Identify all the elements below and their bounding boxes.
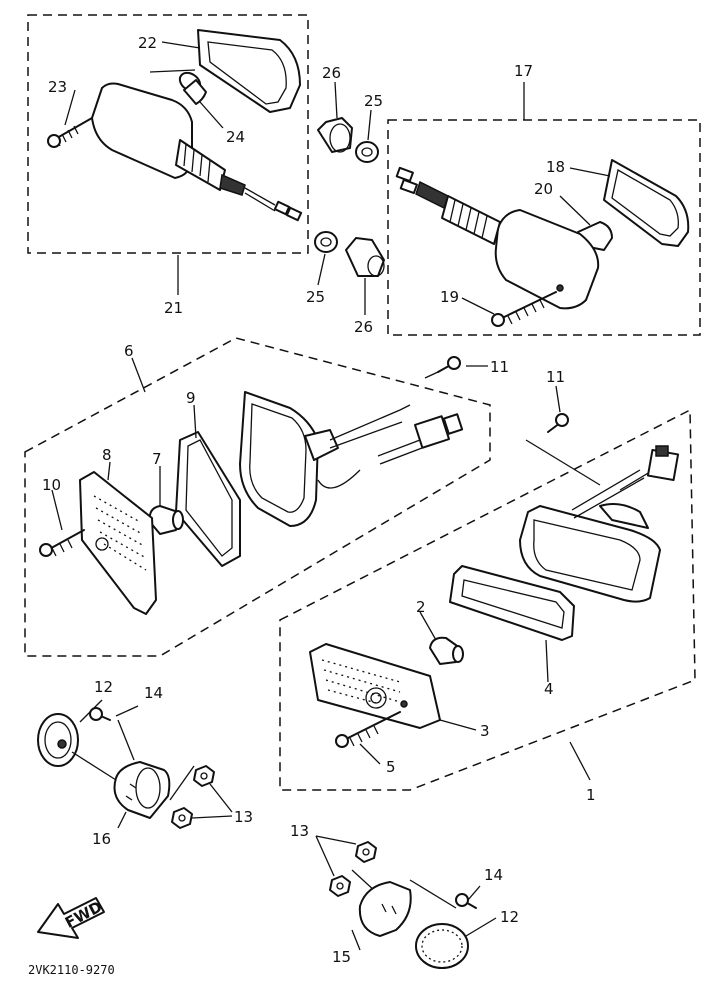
- part-number-2: 2: [416, 598, 426, 616]
- reflector-assembly-right: [315, 835, 497, 969]
- part-number-25-upper: 25: [364, 92, 383, 110]
- group-17-dashed-box: [387, 119, 701, 336]
- part-number-19: 19: [440, 288, 459, 306]
- part-number-9: 9: [186, 389, 196, 407]
- part-number-1: 1: [586, 786, 596, 804]
- part-number-7: 7: [152, 450, 162, 468]
- part-number-26-lower: 26: [354, 318, 373, 336]
- part-number-11-upper: 11: [490, 358, 509, 376]
- part-number-6: 6: [124, 342, 134, 360]
- part-number-13-right: 13: [290, 822, 309, 840]
- part-number-22: 22: [138, 34, 157, 52]
- part-number-20: 20: [534, 180, 553, 198]
- part-number-13-left: 13: [234, 808, 253, 826]
- part-number-26-upper: 26: [322, 64, 341, 82]
- part-number-5: 5: [386, 758, 396, 776]
- group-6-dashed-box: [24, 337, 491, 657]
- reflector-assembly-left: [37, 699, 233, 829]
- fwd-badge-text: FWD: [62, 898, 105, 932]
- group-17-rear-flasher-right: [387, 82, 701, 336]
- part-number-8: 8: [102, 446, 112, 464]
- group-21-rear-flasher-left: [27, 14, 309, 295]
- fwd-arrow-badge: FWD: [37, 897, 105, 939]
- part-number-10: 10: [42, 476, 61, 494]
- part-number-15: 15: [332, 948, 351, 966]
- group-1-front-flasher-right: [279, 385, 696, 791]
- part-number-11-right: 11: [546, 368, 565, 386]
- group-1-dashed-box: [279, 408, 696, 791]
- grommet-26-upper: [317, 81, 353, 153]
- diagram-code: 2VK2110-9270: [28, 963, 115, 977]
- part-number-24: 24: [226, 128, 245, 146]
- group-21-dashed-box: [27, 14, 309, 254]
- nut-25-upper: [355, 109, 379, 163]
- part-number-16: 16: [92, 830, 111, 848]
- part-number-12-right: 12: [500, 908, 519, 926]
- part-number-17: 17: [514, 62, 533, 80]
- part-number-3: 3: [480, 722, 490, 740]
- group-6-front-flasher-left: [24, 337, 491, 657]
- part-number-25-lower: 25: [306, 288, 325, 306]
- part-number-21: 21: [164, 299, 183, 317]
- part-number-23: 23: [48, 78, 67, 96]
- grommet-26-lower: [345, 237, 385, 315]
- part-number-14-left: 14: [144, 684, 163, 702]
- part-number-4: 4: [544, 680, 554, 698]
- part-number-12-left: 12: [94, 678, 113, 696]
- nut-25-lower: [314, 231, 338, 286]
- part-number-18: 18: [546, 158, 565, 176]
- part-number-labels: 22 23 24 26 25 17 18 20 19 25 26 21 6 11…: [42, 34, 596, 966]
- part-number-14-right: 14: [484, 866, 503, 884]
